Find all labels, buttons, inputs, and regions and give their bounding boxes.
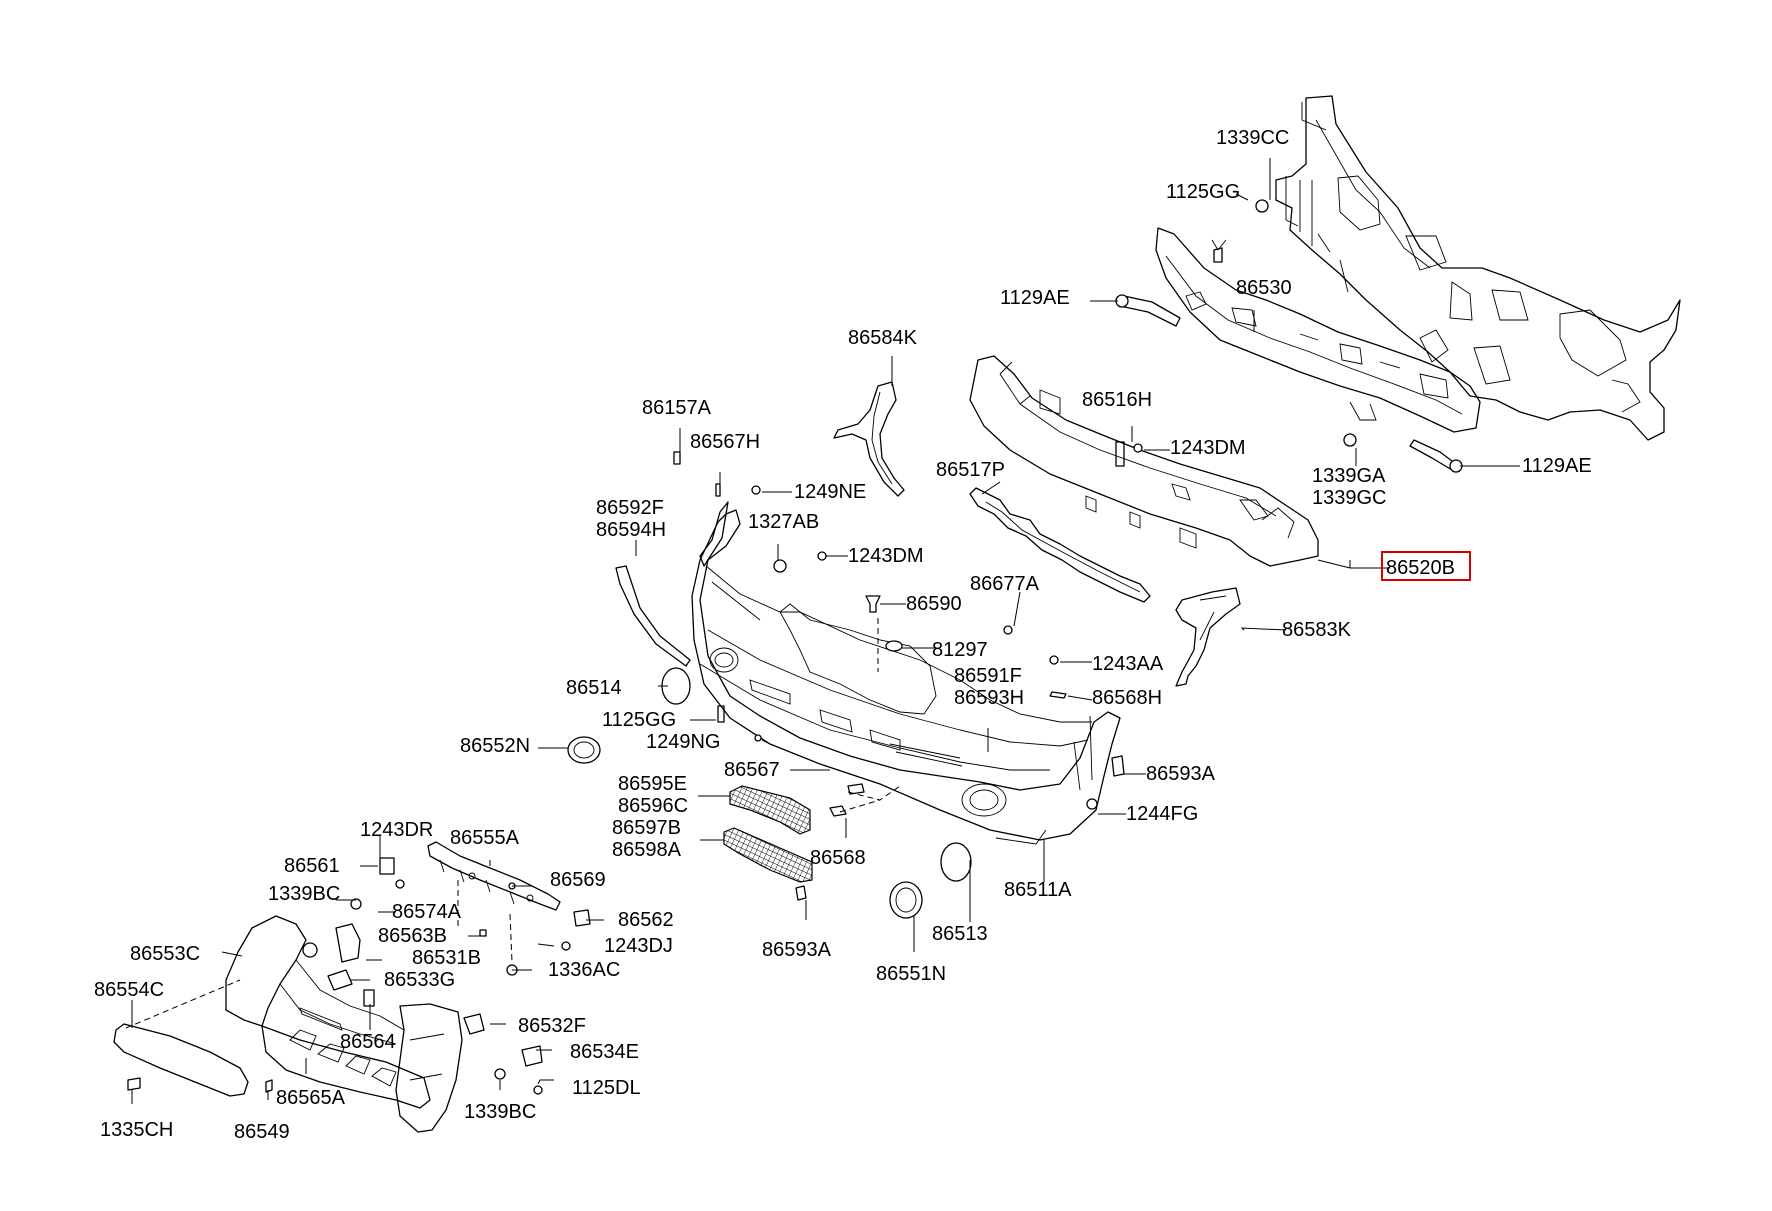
fog-lamp-cover-right [940,842,972,882]
label-86532F: 86532F [518,1015,586,1037]
label-1129AE-right: 1129AE [1522,455,1592,477]
label-1339CC: 1339CC [1216,127,1289,149]
label-1125GG-top: 1125GG [1166,181,1240,203]
label-86534E: 86534E [570,1041,639,1063]
side-molding [615,565,691,667]
label-1249NG: 1249NG [646,731,721,753]
skid-hardware [127,857,591,1095]
label-1243DR: 1243DR [360,819,433,841]
label-86574A: 86574A [392,901,462,923]
label-1327AB: 1327AB [748,511,819,533]
fog-ring-left [567,736,601,764]
label-86157A: 86157A [642,397,712,419]
label-1125DL: 1125DL [572,1077,641,1099]
bracket-86584K [833,381,905,497]
label-86568H: 86568H [1092,687,1162,709]
radiator-support-panel [1275,95,1681,441]
guide-lines [125,618,901,1029]
label-1339BC-a: 1339BC [268,883,340,905]
label-1243DJ: 1243DJ [604,935,673,957]
bumper-beam [1155,227,1481,433]
label-86555A: 86555A [450,827,520,849]
label-1244FG: 1244FG [1126,803,1198,825]
label-1125GG-mid: 1125GG [602,709,676,731]
bracket-86583K [1175,587,1241,687]
label-1249NE: 1249NE [794,481,866,503]
label-86551N: 86551N [876,963,946,985]
label-86596C: 86596C [618,795,688,817]
label-86562: 86562 [618,909,674,931]
label-86564: 86564 [340,1031,396,1053]
label-86561: 86561 [284,855,340,877]
label-86516H: 86516H [1082,389,1152,411]
label-1339GC: 1339GC [1312,487,1387,509]
label-86592F: 86592F [596,497,664,519]
grille-upper [729,785,811,835]
label-1243DM-b: 1243DM [848,545,924,567]
label-1339BC-b: 1339BC [464,1101,536,1123]
highlight-box-86520B [1381,551,1471,581]
label-86517P: 86517P [936,459,1005,481]
part-labels: 1339CC 1125GG 86530 1129AE 1129AE 86584K… [94,127,1592,1143]
label-86591F: 86591F [954,665,1022,687]
label-81297: 81297 [932,639,988,661]
label-86569: 86569 [550,869,606,891]
skid-plate-assembly [225,915,463,1133]
label-86554C: 86554C [94,979,164,1001]
label-86533G: 86533G [384,969,455,991]
fog-ring-right [889,881,923,919]
upper-strip [699,501,729,567]
label-1243DM-a: 1243DM [1170,437,1246,459]
energy-absorber [969,355,1319,567]
label-86590: 86590 [906,593,962,615]
side-trim-strip [113,1023,249,1097]
label-86568: 86568 [810,847,866,869]
label-86531B: 86531B [412,947,481,969]
label-86594H: 86594H [596,519,666,541]
label-86549: 86549 [234,1121,290,1143]
label-86583K: 86583K [1282,619,1352,641]
label-86513: 86513 [932,923,988,945]
label-86677A: 86677A [970,573,1040,595]
label-86584K: 86584K [848,327,918,349]
label-86530: 86530 [1236,277,1292,299]
label-86595E: 86595E [618,773,687,795]
label-86552N: 86552N [460,735,530,757]
label-1339GA: 1339GA [1312,465,1386,487]
label-1335CH: 1335CH [100,1119,173,1141]
label-86514: 86514 [566,677,622,699]
center-bracket [427,841,561,911]
lower-stiffener [969,487,1151,603]
leader-lines [131,158,1520,1104]
label-86553C: 86553C [130,943,200,965]
label-1336AC: 1336AC [548,959,620,981]
label-86520B: 86520B [1386,557,1455,579]
label-1243AA: 1243AA [1092,653,1164,675]
label-86511A: 86511A [1004,879,1072,901]
label-1129AE-left: 1129AE [1000,287,1070,309]
label-86567H: 86567H [690,431,760,453]
label-86593A-bottom: 86593A [762,939,832,961]
label-86563B: 86563B [378,925,447,947]
label-86593H: 86593H [954,687,1024,709]
grille-lower [723,827,813,883]
label-86567: 86567 [724,759,780,781]
label-86597B: 86597B [612,817,681,839]
label-86565A: 86565A [276,1087,346,1109]
label-86598A: 86598A [612,839,682,861]
label-86593A-right: 86593A [1146,763,1216,785]
